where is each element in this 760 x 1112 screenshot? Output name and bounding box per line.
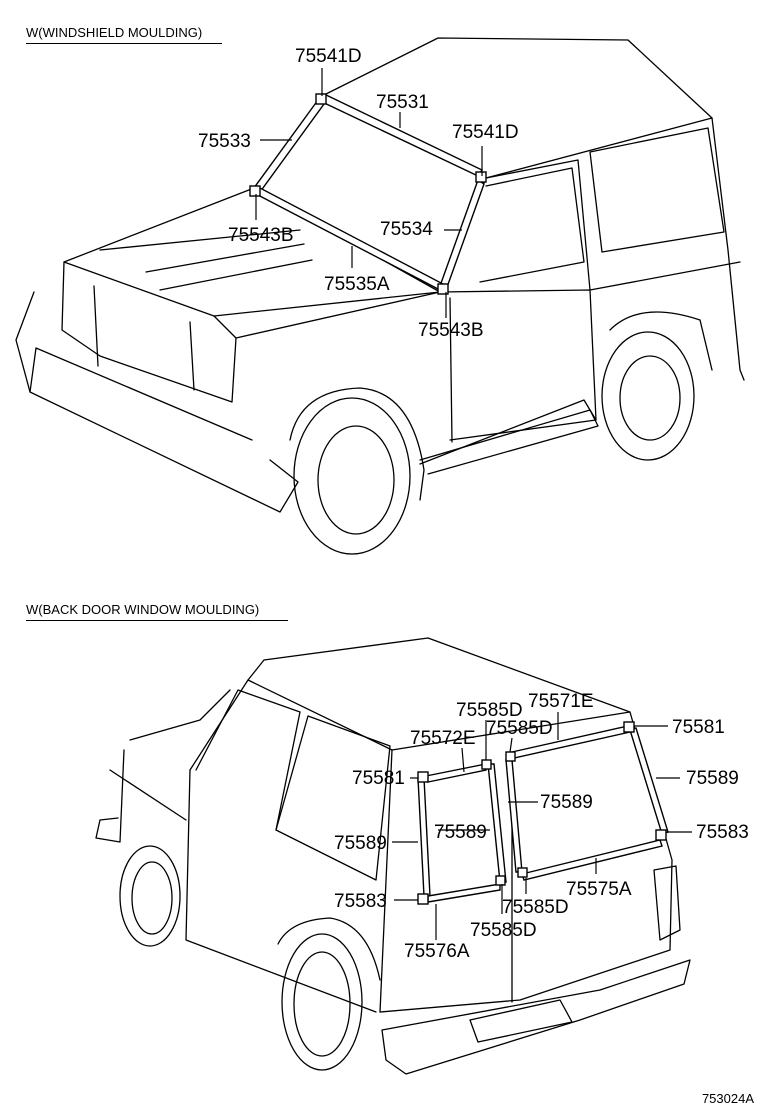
moulding-75534 bbox=[439, 178, 485, 292]
label-75589-right-outer: 75589 bbox=[686, 768, 739, 789]
label-75533: 75533 bbox=[198, 131, 251, 152]
label-75583-left: 75583 bbox=[334, 891, 387, 912]
moulding-75589-right-outer bbox=[629, 727, 669, 835]
label-75583-right: 75583 bbox=[696, 822, 749, 843]
moulding-75589-left-outer bbox=[417, 777, 431, 897]
label-75575a: 75575A bbox=[566, 879, 632, 900]
clip-75581-left bbox=[417, 771, 429, 783]
clip-75585d-c bbox=[495, 875, 506, 886]
clip-75583-left bbox=[417, 893, 429, 905]
windshield-mouldings bbox=[249, 93, 487, 295]
clip-75585d-a bbox=[481, 759, 492, 770]
back-door-moulding-title: W(BACK DOOR WINDOW MOULDING) bbox=[26, 602, 288, 621]
label-75589-left-inner: 75589 bbox=[434, 822, 487, 843]
moulding-75575a bbox=[521, 839, 663, 881]
clip-75543b-left bbox=[249, 185, 261, 197]
clip-75583-right bbox=[655, 829, 667, 841]
label-75531: 75531 bbox=[376, 92, 429, 113]
diagram-code: 753024A bbox=[701, 1091, 754, 1106]
label-75541d-right: 75541D bbox=[452, 122, 519, 143]
clip-75585d-d bbox=[517, 867, 528, 878]
label-75535a: 75535A bbox=[324, 274, 390, 295]
label-75585d-top: 75585D bbox=[456, 700, 523, 721]
moulding-75576a bbox=[427, 883, 501, 903]
label-75572e: 75572E bbox=[410, 728, 476, 749]
label-75534: 75534 bbox=[380, 219, 433, 240]
front-vehicle-drawing bbox=[15, 37, 745, 555]
clip-75581-right bbox=[623, 721, 635, 733]
label-75585d-second: 75585D bbox=[486, 718, 553, 739]
label-75581-right: 75581 bbox=[672, 717, 725, 738]
label-75581-left: 75581 bbox=[352, 768, 405, 789]
moulding-75533 bbox=[253, 99, 325, 193]
windshield-moulding-title: W(WINDSHIELD MOULDING) bbox=[26, 25, 222, 44]
back-door-mouldings bbox=[417, 721, 669, 905]
leader-lines-bottom bbox=[392, 712, 692, 940]
label-75543b-left: 75543B bbox=[228, 225, 294, 246]
clip-75543b-right bbox=[437, 283, 449, 295]
moulding-75572e bbox=[425, 763, 487, 783]
label-75589-left-outer: 75589 bbox=[334, 833, 387, 854]
clip-75585d-b bbox=[505, 751, 516, 762]
label-75589-right-inner: 75589 bbox=[540, 792, 593, 813]
clip-75541d-left bbox=[315, 93, 327, 105]
clip-75541d-right bbox=[475, 171, 487, 183]
label-75585d-lower: 75585D bbox=[502, 897, 569, 918]
label-75576a: 75576A bbox=[404, 941, 470, 962]
label-75585d-bottom: 75585D bbox=[470, 920, 537, 941]
label-75541d-top: 75541D bbox=[295, 46, 362, 67]
moulding-75589-left-inner bbox=[487, 763, 507, 883]
label-75543b-right: 75543B bbox=[418, 320, 484, 341]
moulding-75589-right-inner bbox=[505, 759, 523, 873]
leader-lines-top bbox=[255, 68, 483, 318]
label-75571e: 75571E bbox=[528, 691, 594, 712]
